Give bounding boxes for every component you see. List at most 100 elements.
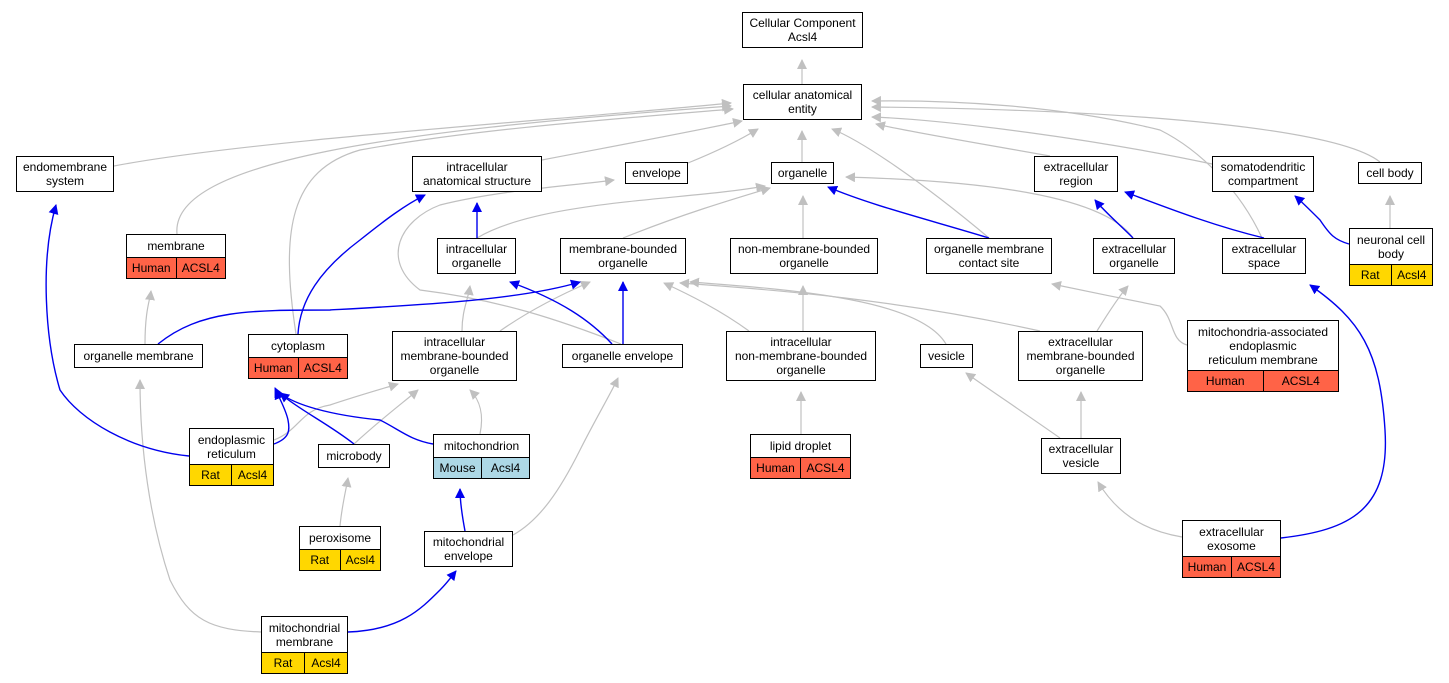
node-omcs[interactable]: organelle membrane contact site [926, 238, 1052, 274]
node-label: mitochondria-associated endoplasmic reti… [1197, 324, 1329, 367]
node-non-membrane-bounded[interactable]: non-membrane-bounded organelle [730, 238, 878, 274]
node-label: organelle envelope [571, 349, 674, 363]
node-label: intracellular organelle [445, 242, 508, 270]
edge-extracellular-organelle-to-organelle [845, 172, 1134, 239]
edge-organelle-envelope-to-intracellular-organelle [509, 280, 613, 345]
node-cc[interactable]: Cellular Component Acsl4 [742, 12, 863, 48]
edge-extracellular-vesicle-to-vesicle [965, 372, 1061, 439]
edge-imbo-to-membrane-bounded [499, 280, 591, 332]
node-somatodendritic[interactable]: somatodendritic compartment [1212, 156, 1314, 192]
node-label: neuronal cell body [1356, 232, 1426, 261]
node-label: endoplasmic reticulum [197, 432, 266, 461]
node-envelope[interactable]: envelope [625, 162, 688, 184]
node-cell-body[interactable]: cell body [1358, 162, 1422, 184]
edge-mam-to-omcs [1051, 280, 1188, 346]
edge-membrane-bounded-to-organelle [622, 185, 771, 239]
edge-peroxisome-to-microbody [339, 477, 352, 527]
gene-cell: Acsl4 [339, 550, 380, 570]
node-extracellular-space[interactable]: extracellular space [1222, 238, 1306, 274]
species-cell: Human [1183, 557, 1231, 577]
node-microbody[interactable]: microbody [318, 444, 390, 468]
node-extracellular-organelle[interactable]: extracellular organelle [1093, 238, 1175, 274]
edge-intracellular-organelle-to-organelle [476, 182, 766, 239]
node-organelle-envelope[interactable]: organelle envelope [562, 344, 683, 368]
edge-embo-to-membrane-bounded [679, 278, 1041, 332]
node-extracellular-vesicle[interactable]: extracellular vesicle [1041, 438, 1121, 474]
node-mito-envelope[interactable]: mitochondrial envelope [424, 531, 513, 567]
edge-mitochondrion-to-cytoplasm [279, 392, 434, 445]
edge-cytoplasm-to-ias [297, 194, 426, 335]
edge-embo-to-extracellular-organelle [1096, 285, 1129, 332]
node-organelle-membrane[interactable]: organelle membrane [74, 344, 203, 368]
node-label: intracellular anatomical structure [422, 160, 532, 188]
node-ias[interactable]: intracellular anatomical structure [412, 156, 542, 192]
edge-vesicle-to-membrane-bounded [689, 277, 947, 345]
node-label: organelle membrane [83, 349, 194, 363]
node-label: organelle membrane contact site [933, 242, 1045, 270]
node-inmbo[interactable]: intracellular non-membrane-bounded organ… [726, 331, 876, 381]
edge-mito-membrane-to-mito-envelope [347, 570, 457, 633]
node-endomembrane[interactable]: endomembrane system [16, 156, 114, 192]
edge-somatodendritic-to-cae [871, 112, 1213, 165]
edge-extracellular-organelle-to-extracellular-region [1094, 199, 1134, 239]
node-label: Cellular Component Acsl4 [749, 16, 856, 44]
node-label: organelle [777, 166, 828, 180]
species-cell: Human [127, 258, 176, 278]
gene-cell: ACSL4 [1231, 557, 1280, 577]
node-label: mitochondrial envelope [432, 535, 505, 563]
edge-mitochondrion-to-imbo [469, 389, 483, 435]
node-label: peroxisome [308, 531, 372, 545]
node-label: non-membrane-bounded organelle [737, 242, 871, 270]
node-embo[interactable]: extracellular membrane-bounded organelle [1018, 331, 1143, 381]
node-label: extracellular exosome [1199, 524, 1264, 553]
gene-cell: Acsl4 [231, 465, 273, 485]
node-label: microbody [326, 449, 382, 463]
gene-cell: ACSL4 [297, 358, 347, 378]
node-label: cellular anatomical entity [752, 88, 853, 116]
node-label: membrane [147, 239, 205, 253]
species-cell: Human [751, 458, 800, 478]
node-label: cell body [1366, 166, 1414, 180]
species-cell: Human [249, 358, 298, 378]
node-label: envelope [632, 166, 681, 180]
node-imbo[interactable]: intracellular membrane-bounded organelle [392, 331, 517, 381]
species-cell: Mouse [434, 458, 481, 478]
node-vesicle[interactable]: vesicle [920, 344, 973, 368]
node-label: intracellular membrane-bounded organelle [400, 335, 509, 377]
species-cell: Rat [300, 550, 340, 570]
node-membrane-bounded[interactable]: membrane-bounded organelle [560, 238, 686, 274]
gene-cell: Acsl4 [304, 653, 347, 673]
species-cell: Rat [1350, 265, 1391, 285]
node-organelle[interactable]: organelle [771, 162, 834, 184]
edge-mito-envelope-to-organelle-envelope [512, 377, 619, 536]
edge-organelle-membrane-to-membrane-bounded [157, 279, 581, 345]
gene-cell: Acsl4 [481, 458, 529, 478]
edge-membrane-to-cae [176, 101, 732, 235]
node-label: extracellular region [1043, 160, 1109, 188]
node-extracellular-region[interactable]: extracellular region [1034, 156, 1118, 192]
node-cae[interactable]: cellular anatomical entity [743, 84, 862, 120]
node-label: extracellular vesicle [1048, 442, 1114, 470]
node-label: cytoplasm [270, 339, 326, 353]
node-intracellular-organelle[interactable]: intracellular organelle [437, 238, 516, 274]
edge-cytoplasm-to-cae [288, 104, 734, 335]
node-label: endomembrane system [22, 160, 108, 188]
edge-omcs-to-cae [831, 127, 990, 239]
node-mam[interactable]: mitochondria-associated endoplasmic reti… [1187, 320, 1339, 392]
